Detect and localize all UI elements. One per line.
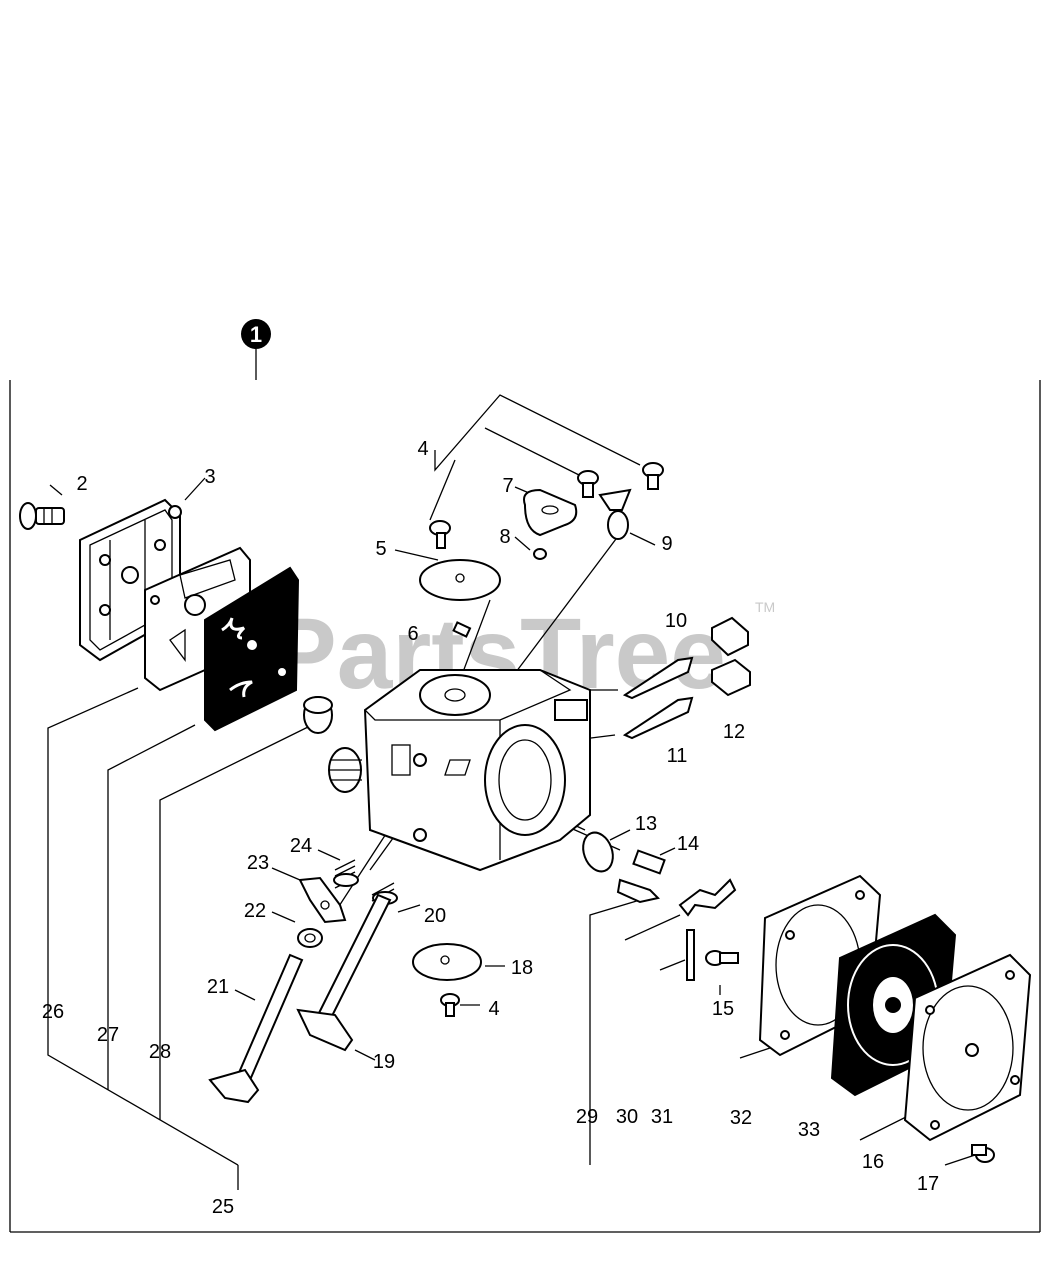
needle-part-11-a — [622, 656, 694, 700]
bracket-part-30 — [678, 878, 737, 917]
shaft-part-19 — [296, 893, 392, 1052]
callout-30: 30 — [616, 1106, 638, 1128]
screw-part-4-d — [440, 993, 460, 1017]
leader-lines — [47, 394, 976, 1190]
needle-part-29 — [616, 878, 660, 904]
callout-32: 32 — [730, 1107, 752, 1129]
callout-33: 33 — [798, 1119, 820, 1141]
callout-11: 11 — [667, 745, 688, 767]
callout-10: 10 — [665, 610, 687, 632]
callout-3: 3 — [204, 466, 215, 488]
assembly-badge-number: 1 — [250, 322, 262, 347]
callout-4-bottom: 4 — [488, 998, 499, 1020]
callout-23: 23 — [247, 852, 269, 874]
pin-part-31 — [686, 929, 695, 981]
cap-part-12 — [711, 658, 751, 697]
screw-part-4-b — [577, 470, 599, 498]
valve-part-9 — [598, 488, 632, 540]
callout-12: 12 — [723, 721, 745, 743]
screw-part-15 — [705, 950, 739, 966]
callout-20: 20 — [424, 905, 446, 927]
washer-part-8 — [533, 548, 547, 560]
lever-part-7 — [523, 488, 578, 537]
callout-9: 9 — [661, 533, 672, 555]
screw-part-2 — [19, 502, 65, 530]
disc-part-5 — [419, 559, 501, 601]
callout-14: 14 — [677, 833, 699, 855]
callout-21: 21 — [207, 976, 229, 998]
callout-26: 26 — [42, 1001, 64, 1023]
callout-15: 15 — [712, 998, 734, 1020]
cover-part-16 — [903, 953, 1032, 1142]
lever-part-23 — [298, 876, 347, 924]
screw-part-4-c — [642, 462, 664, 490]
cap-part-10 — [711, 616, 749, 657]
callout-13: 13 — [635, 813, 657, 835]
callout-16: 16 — [862, 1151, 884, 1173]
carburetor-body — [328, 669, 591, 872]
callout-27: 27 — [97, 1024, 119, 1046]
diaphragm-part-28 — [204, 566, 300, 732]
callout-24: 24 — [290, 835, 312, 857]
cap-part-26 — [303, 696, 333, 734]
pin-part-6 — [452, 621, 472, 638]
callout-18: 18 — [511, 957, 533, 979]
diagram-frame — [9, 380, 1041, 1233]
callout-31: 31 — [651, 1106, 673, 1128]
callout-19: 19 — [373, 1051, 395, 1073]
callout-5: 5 — [375, 538, 386, 560]
callout-28: 28 — [149, 1041, 171, 1063]
callout-2: 2 — [76, 473, 87, 495]
callout-25: 25 — [212, 1196, 234, 1218]
callout-17: 17 — [917, 1173, 939, 1195]
callout-22: 22 — [244, 900, 266, 922]
washer-part-22 — [297, 928, 323, 948]
callout-4-top: 4 — [417, 438, 428, 460]
callout-6: 6 — [407, 623, 418, 645]
needle-part-11-b — [622, 696, 694, 740]
assembly-badge: 1 — [241, 319, 271, 380]
callout-7: 7 — [502, 475, 513, 497]
screw-part-17 — [971, 1144, 995, 1163]
oring-part-13 — [582, 831, 614, 873]
callout-29: 29 — [576, 1106, 598, 1128]
callout-8: 8 — [499, 526, 510, 548]
shaft-part-21 — [208, 953, 304, 1104]
screw-part-4-a — [429, 520, 451, 549]
watermark-tm: TM — [755, 599, 775, 615]
plate-part-18 — [412, 943, 482, 981]
spring-part-14 — [632, 849, 666, 875]
spring-part-24 — [333, 859, 359, 889]
